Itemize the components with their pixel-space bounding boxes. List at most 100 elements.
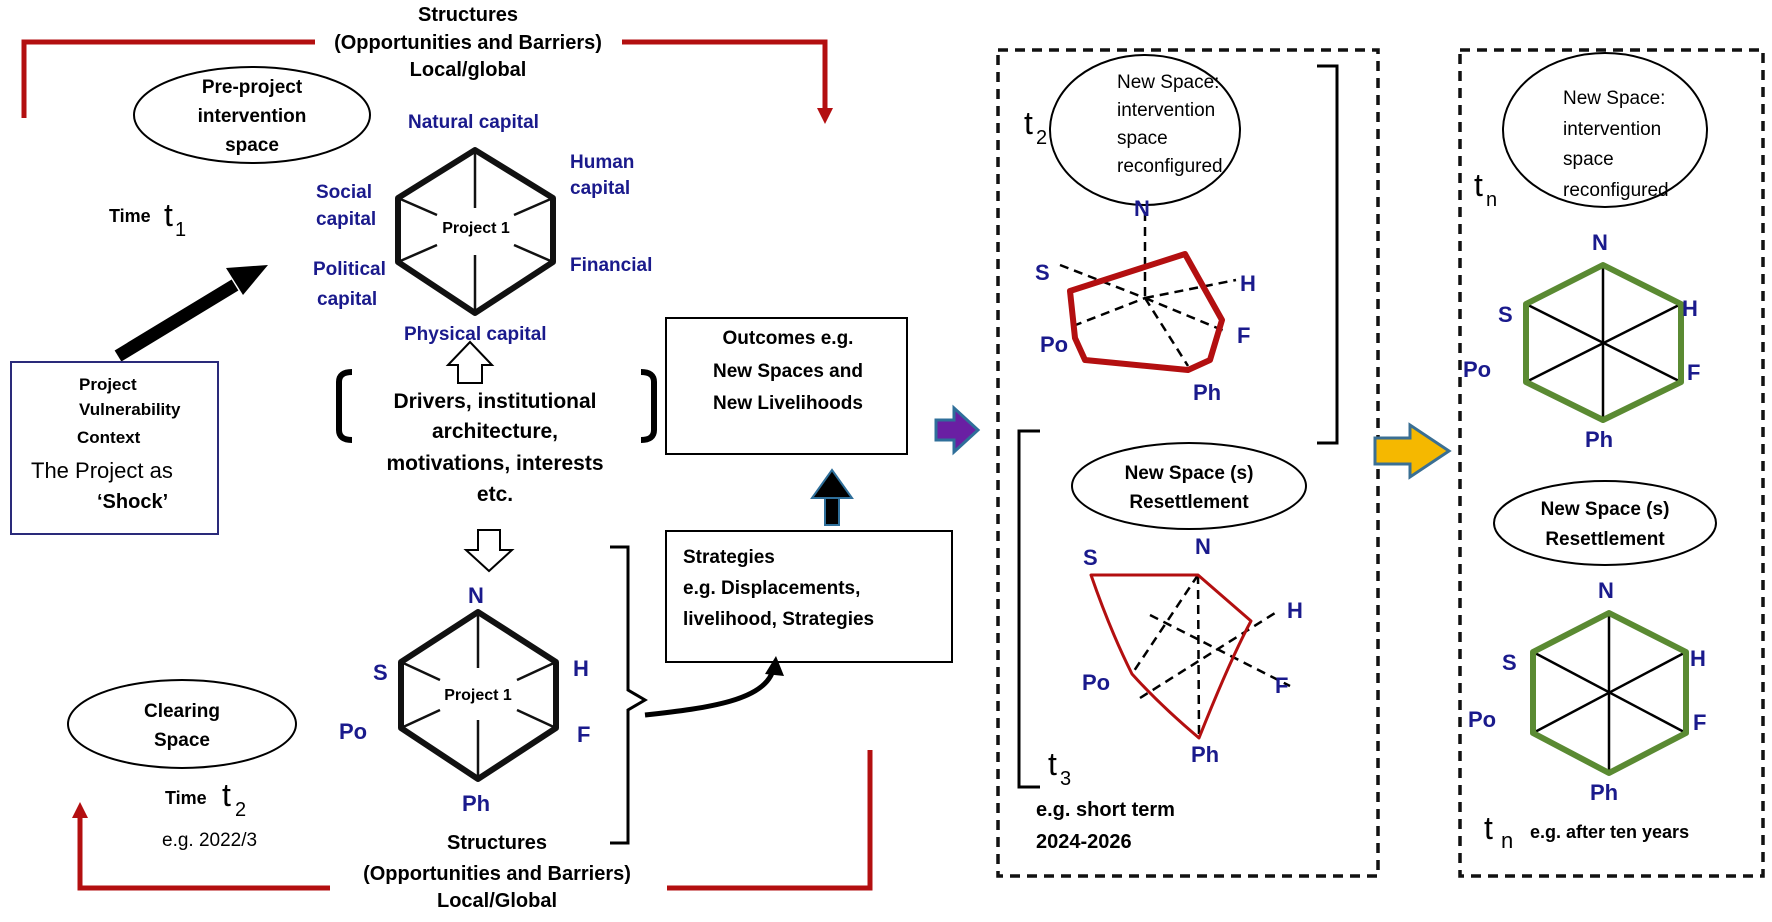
vulnerability-line2: Vulnerability xyxy=(79,400,181,419)
panel-t3-title: New Space (s) Resettlement xyxy=(1125,463,1254,513)
panel-tn-title-3: space xyxy=(1563,149,1614,170)
panel-tn-title-4: reconfigured xyxy=(1563,180,1669,201)
time1-sub: 1 xyxy=(175,219,186,241)
vulnerability-line4: The Project as xyxy=(31,458,173,483)
tn-bottom-label-n: N xyxy=(1598,578,1614,603)
political-capital-label-1: Political xyxy=(313,259,386,280)
panel-t2-t3 xyxy=(996,48,1380,878)
drivers-line2: architecture, xyxy=(432,420,558,443)
panel-tn-foot-note: e.g. after ten years xyxy=(1530,822,1689,842)
panel-t2-title: New Space: intervention space reconfigur… xyxy=(1117,72,1223,177)
bottom-hex-n: N xyxy=(468,583,484,608)
tn-bottom-label-po: Po xyxy=(1468,707,1496,732)
panel-t2-title-4: reconfigured xyxy=(1117,156,1223,177)
panel-t3-time-var: t xyxy=(1048,746,1057,782)
time2-var: t xyxy=(222,777,231,813)
social-capital-label-2: capital xyxy=(316,209,376,230)
top-frame-arrowhead xyxy=(817,108,833,124)
outcomes-text: Outcomes e.g. New Spaces and New Livelih… xyxy=(713,328,863,414)
t2-label-ph: Ph xyxy=(1193,380,1221,405)
drivers-line1: Drivers, institutional xyxy=(393,390,596,413)
panel-t2-title-ellipse xyxy=(1049,54,1241,206)
pre-project-label: Pre-project intervention space xyxy=(198,77,307,156)
time2-example: e.g. 2022/3 xyxy=(162,830,257,851)
pre-project-line1: Pre-project xyxy=(202,77,303,98)
t3-radar-shape xyxy=(1089,573,1291,740)
strategies-line1: Strategies xyxy=(683,547,775,568)
panel-tn-title-ellipse xyxy=(1502,52,1708,208)
tn-top-label-h: H xyxy=(1682,296,1698,321)
drivers-right-bracket xyxy=(640,369,657,443)
top-hexagon-project-label: Project 1 xyxy=(442,220,510,237)
panel-tn-time-var: t xyxy=(1474,167,1483,203)
pre-project-ellipse xyxy=(133,66,371,164)
time1-label: Time xyxy=(109,206,151,226)
vulnerability-box xyxy=(10,361,219,535)
panel-t3-note-1: e.g. short term xyxy=(1036,799,1175,821)
top-project-hexagon: Project 1 xyxy=(395,147,556,316)
time1-var: t xyxy=(164,197,173,233)
t3-label-po: Po xyxy=(1082,670,1110,695)
tn-top-label-s: S xyxy=(1498,302,1513,327)
bottom-hex-po: Po xyxy=(339,719,367,744)
t3-to-tn-arrow xyxy=(1373,422,1452,480)
t2-radar-outline xyxy=(1067,251,1225,373)
outcomes-line1: Outcomes e.g. xyxy=(723,328,854,349)
t2-label-n: N xyxy=(1134,196,1150,221)
panel-tn-foot-var: t xyxy=(1484,810,1493,846)
panel-t3-note: e.g. short term 2024-2026 xyxy=(1036,799,1175,853)
bottom-frame-right xyxy=(667,750,873,891)
drivers-line3: motivations, interests xyxy=(386,452,603,475)
outcomes-line2: New Spaces and xyxy=(713,361,863,382)
pre-project-line2: intervention xyxy=(198,106,307,127)
bottom-structures-frame xyxy=(77,750,873,891)
bottom-frame-arrowhead xyxy=(72,802,88,818)
t3-radar-outline xyxy=(1089,573,1253,740)
t2-label-h: H xyxy=(1240,271,1256,296)
t2-label-f: F xyxy=(1237,323,1250,348)
panel-t3-time-sub: 3 xyxy=(1060,768,1071,790)
panel-tn-resettlement: New Space (s) Resettlement xyxy=(1541,499,1670,550)
drivers-line4: etc. xyxy=(477,483,513,506)
brace-to-strategies-arrow xyxy=(644,669,776,718)
bottom-hex-f: F xyxy=(577,722,590,747)
top-frame-left xyxy=(21,39,315,118)
top-structures-frame xyxy=(21,39,828,118)
panel-tn-time-sub: n xyxy=(1486,189,1497,211)
tn-top-label-n: N xyxy=(1592,230,1608,255)
panel-tn-title-2: intervention xyxy=(1563,119,1661,140)
panel-t2-title-1: New Space: xyxy=(1117,72,1219,93)
clearing-space-label: Clearing Space xyxy=(144,701,220,751)
physical-capital-label: Physical capital xyxy=(404,324,547,345)
panel-t3-bracket xyxy=(1017,429,1040,789)
outcomes-box xyxy=(665,317,908,455)
t3-label-s: S xyxy=(1083,545,1098,570)
strategies-box xyxy=(665,530,953,663)
structures-top-label: Structures (Opportunities and Barriers) … xyxy=(334,4,602,81)
strategies-line2: e.g. Displacements, xyxy=(683,578,860,599)
bottom-hexagon-labels: N S H Po F Ph xyxy=(339,583,590,816)
drivers-text: Drivers, institutional architecture, mot… xyxy=(386,390,603,506)
time2-label: Time xyxy=(165,788,207,808)
drivers-up-arrow xyxy=(445,340,495,384)
bottom-hexagon-brace xyxy=(610,545,648,845)
t2-radar-shape xyxy=(1059,212,1237,373)
panel-t2-time-var: t xyxy=(1024,105,1033,141)
panel-tn-resettlement-ellipse xyxy=(1493,480,1717,566)
tn-bottom-label-s: S xyxy=(1502,650,1517,675)
tn-bottom-hexagon xyxy=(1530,610,1689,776)
time2-sub: 2 xyxy=(235,799,246,821)
top-frame-right xyxy=(622,39,828,108)
panel-t3-note-2: 2024-2026 xyxy=(1036,831,1132,853)
tn-top-label-f: F xyxy=(1687,360,1700,385)
brace-to-strategies-arrowhead xyxy=(765,656,784,676)
panel-t2-title-2: intervention xyxy=(1117,100,1215,121)
tn-bottom-label-f: F xyxy=(1693,710,1706,735)
bottom-hexagon-project-label: Project 1 xyxy=(444,687,512,704)
bottom-hex-s: S xyxy=(373,660,388,685)
tn-top-label-po: Po xyxy=(1463,357,1491,382)
clearing-line2: Space xyxy=(154,730,210,751)
drivers-down-arrow xyxy=(463,529,515,573)
financial-capital-label: Financial xyxy=(570,255,652,276)
